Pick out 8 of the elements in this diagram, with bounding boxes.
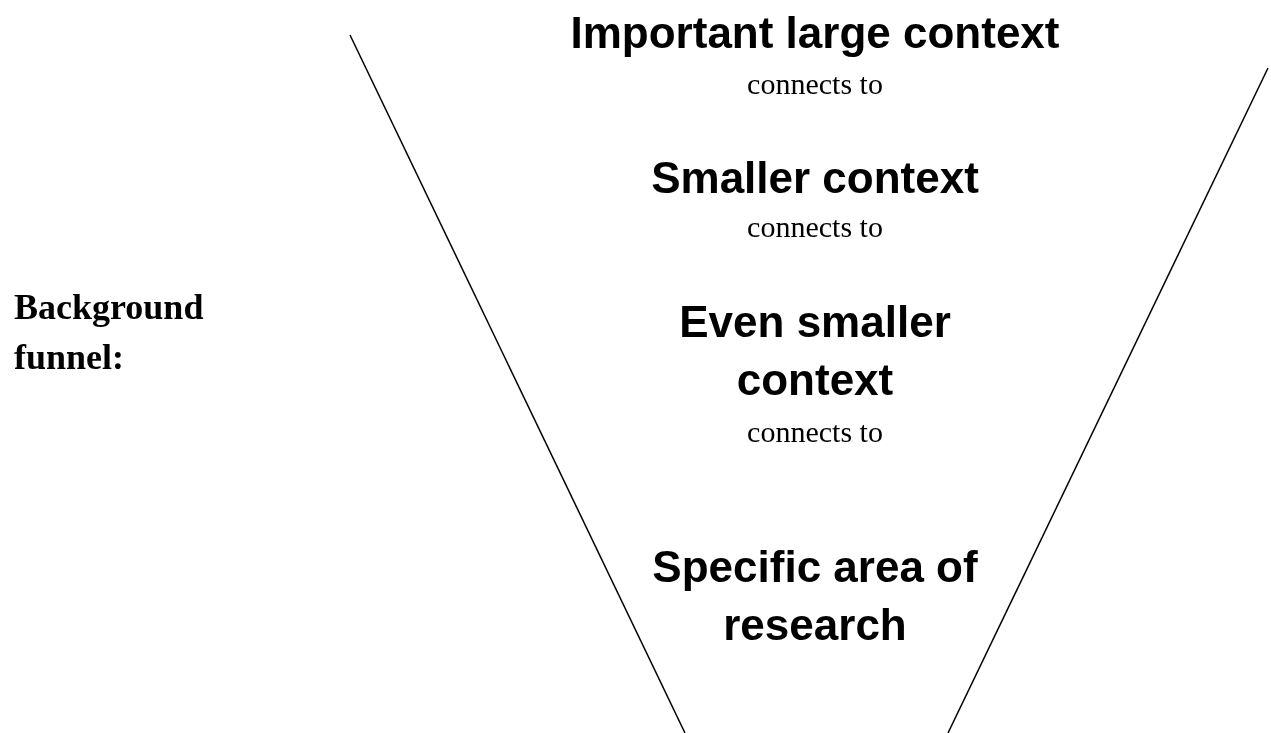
side-label: Background funnel:: [14, 286, 205, 379]
level-heading: Smaller context: [650, 152, 980, 204]
connector-text: connects to: [746, 414, 884, 450]
level-heading: Important large context: [569, 7, 1061, 59]
connector-text: connects to: [746, 209, 884, 245]
connector-text: connects to: [746, 66, 884, 102]
level-heading: Specific area of research: [651, 541, 979, 651]
level-heading: Even smaller context: [678, 296, 952, 406]
